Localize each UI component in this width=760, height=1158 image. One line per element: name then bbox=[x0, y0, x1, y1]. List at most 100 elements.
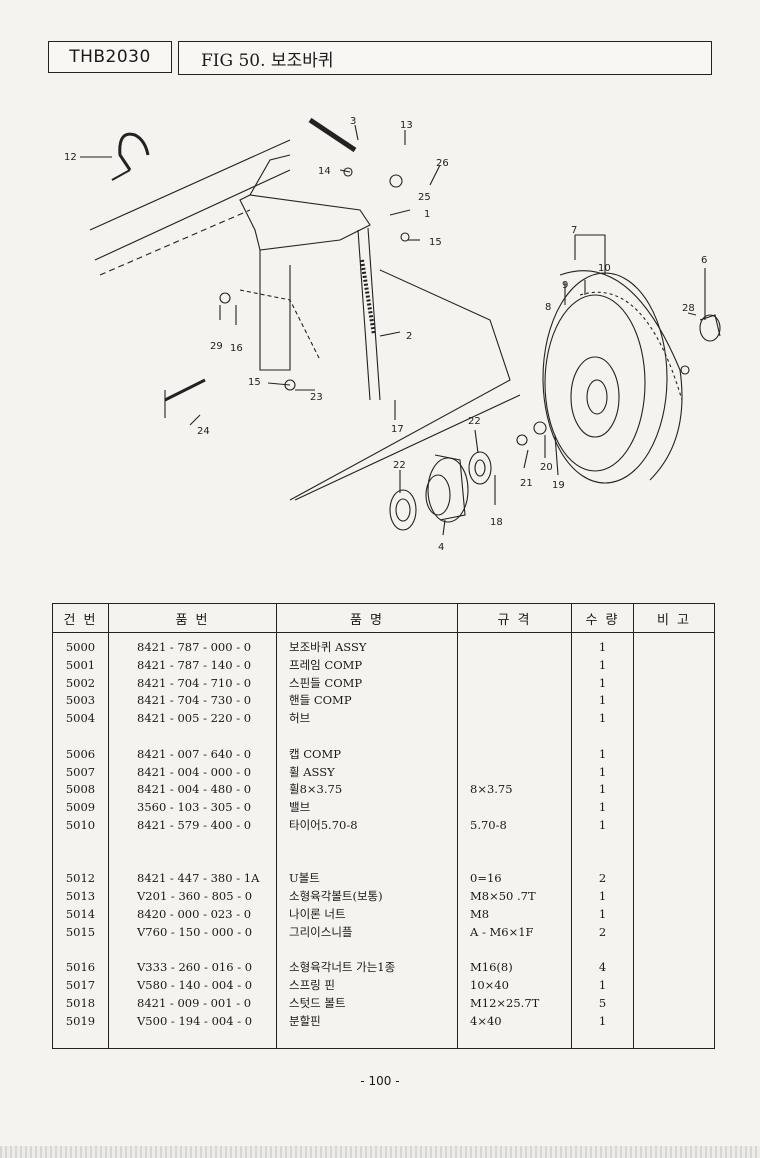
cell-part-no: 8421 - 005 - 220 - 0 bbox=[108, 710, 277, 728]
cell-qty: 1 bbox=[571, 888, 634, 906]
svg-text:19: 19 bbox=[552, 480, 565, 491]
svg-text:9: 9 bbox=[562, 280, 568, 291]
header-part-name: 품 명 bbox=[276, 603, 458, 633]
svg-text:28: 28 bbox=[682, 303, 695, 314]
cell-part-name: 소형육각볼트(보통) bbox=[276, 888, 458, 906]
cell-spec: 4×40 bbox=[457, 1012, 572, 1031]
cell-part-no: 3560 - 103 - 305 - 0 bbox=[108, 799, 277, 817]
cell-spec: 10×40 bbox=[457, 977, 572, 995]
header-spec: 규 격 bbox=[457, 603, 572, 633]
cell-part-no: 8421 - 004 - 480 - 0 bbox=[108, 781, 277, 800]
cell-qty bbox=[571, 834, 634, 853]
cell-part-no bbox=[108, 941, 277, 960]
cell-remarks bbox=[633, 977, 715, 995]
cell-item-no: 5007 bbox=[52, 763, 109, 782]
figure-code: THB2030 bbox=[48, 41, 172, 73]
cell-spec bbox=[457, 763, 572, 782]
cell-item-no bbox=[52, 1030, 109, 1049]
cell-qty: 5 bbox=[571, 994, 634, 1013]
cell-remarks bbox=[633, 632, 715, 657]
svg-text:20: 20 bbox=[540, 462, 553, 473]
cell-part-no: 8421 - 704 - 710 - 0 bbox=[108, 674, 277, 693]
cell-spec: M16(8) bbox=[457, 959, 572, 978]
cell-qty bbox=[571, 1030, 634, 1049]
table-row bbox=[52, 941, 715, 960]
exploded-parts-diagram: 12 3 13 14 26 25 1 15 2 15 29 16 23 24 1… bbox=[64, 116, 721, 553]
cell-qty: 1 bbox=[571, 656, 634, 675]
cell-part-name bbox=[276, 1030, 458, 1049]
svg-text:26: 26 bbox=[436, 158, 449, 169]
cell-spec bbox=[457, 1030, 572, 1049]
cell-part-no: 8421 - 787 - 000 - 0 bbox=[108, 632, 277, 657]
cell-qty: 2 bbox=[571, 870, 634, 889]
cell-part-no bbox=[108, 727, 277, 746]
header-qty: 수 량 bbox=[571, 603, 634, 633]
cell-item-no: 5003 bbox=[52, 692, 109, 711]
cell-part-no bbox=[108, 852, 277, 871]
cell-qty: 1 bbox=[571, 674, 634, 693]
table-row bbox=[52, 727, 715, 746]
cell-part-name: 캡 COMP bbox=[276, 745, 458, 764]
cell-qty: 1 bbox=[571, 692, 634, 711]
table-row bbox=[52, 834, 715, 853]
cell-qty bbox=[571, 852, 634, 871]
cell-item-no: 5012 bbox=[52, 870, 109, 889]
scan-edge bbox=[0, 1146, 760, 1158]
cell-part-name: 휠8×3.75 bbox=[276, 781, 458, 800]
cell-remarks bbox=[633, 941, 715, 960]
cell-remarks bbox=[633, 799, 715, 817]
cell-qty bbox=[571, 727, 634, 746]
cell-spec bbox=[457, 692, 572, 711]
cell-remarks bbox=[633, 905, 715, 924]
svg-text:21: 21 bbox=[520, 478, 533, 489]
cell-part-no bbox=[108, 834, 277, 853]
cell-part-name: 소형육각너트 가는1종 bbox=[276, 959, 458, 978]
cell-remarks bbox=[633, 816, 715, 835]
cell-part-no: V500 - 194 - 004 - 0 bbox=[108, 1012, 277, 1031]
svg-text:25: 25 bbox=[418, 192, 431, 203]
svg-text:6: 6 bbox=[701, 255, 707, 266]
cell-spec bbox=[457, 674, 572, 693]
cell-remarks bbox=[633, 763, 715, 782]
svg-text:22: 22 bbox=[468, 416, 481, 427]
figure-title: FIG 50. 보조바퀴 bbox=[178, 41, 712, 75]
svg-text:15: 15 bbox=[429, 237, 442, 248]
cell-qty: 1 bbox=[571, 745, 634, 764]
cell-spec: M8×50 .7T bbox=[457, 888, 572, 906]
cell-item-no: 5006 bbox=[52, 745, 109, 764]
svg-text:13: 13 bbox=[400, 120, 413, 131]
cell-item-no: 5018 bbox=[52, 994, 109, 1013]
svg-text:2: 2 bbox=[406, 331, 412, 342]
cell-item-no: 5015 bbox=[52, 923, 109, 942]
svg-text:18: 18 bbox=[490, 517, 503, 528]
cell-remarks bbox=[633, 781, 715, 800]
cell-part-no: 8421 - 787 - 140 - 0 bbox=[108, 656, 277, 675]
header-item-no: 건 번 bbox=[52, 603, 109, 633]
svg-text:1: 1 bbox=[424, 209, 430, 220]
cell-item-no: 5000 bbox=[52, 632, 109, 657]
cell-item-no bbox=[52, 834, 109, 853]
cell-item-no: 5019 bbox=[52, 1012, 109, 1031]
svg-text:29: 29 bbox=[210, 341, 223, 352]
cell-part-name: 휠 ASSY bbox=[276, 763, 458, 782]
cell-spec bbox=[457, 710, 572, 728]
cell-part-name bbox=[276, 834, 458, 853]
cell-spec: 0=16 bbox=[457, 870, 572, 889]
cell-qty: 1 bbox=[571, 710, 634, 728]
cell-part-no: V333 - 260 - 016 - 0 bbox=[108, 959, 277, 978]
cell-spec bbox=[457, 632, 572, 657]
cell-part-name bbox=[276, 852, 458, 871]
cell-part-no: V201 - 360 - 805 - 0 bbox=[108, 888, 277, 906]
cell-item-no bbox=[52, 852, 109, 871]
cell-item-no: 5017 bbox=[52, 977, 109, 995]
cell-spec bbox=[457, 941, 572, 960]
